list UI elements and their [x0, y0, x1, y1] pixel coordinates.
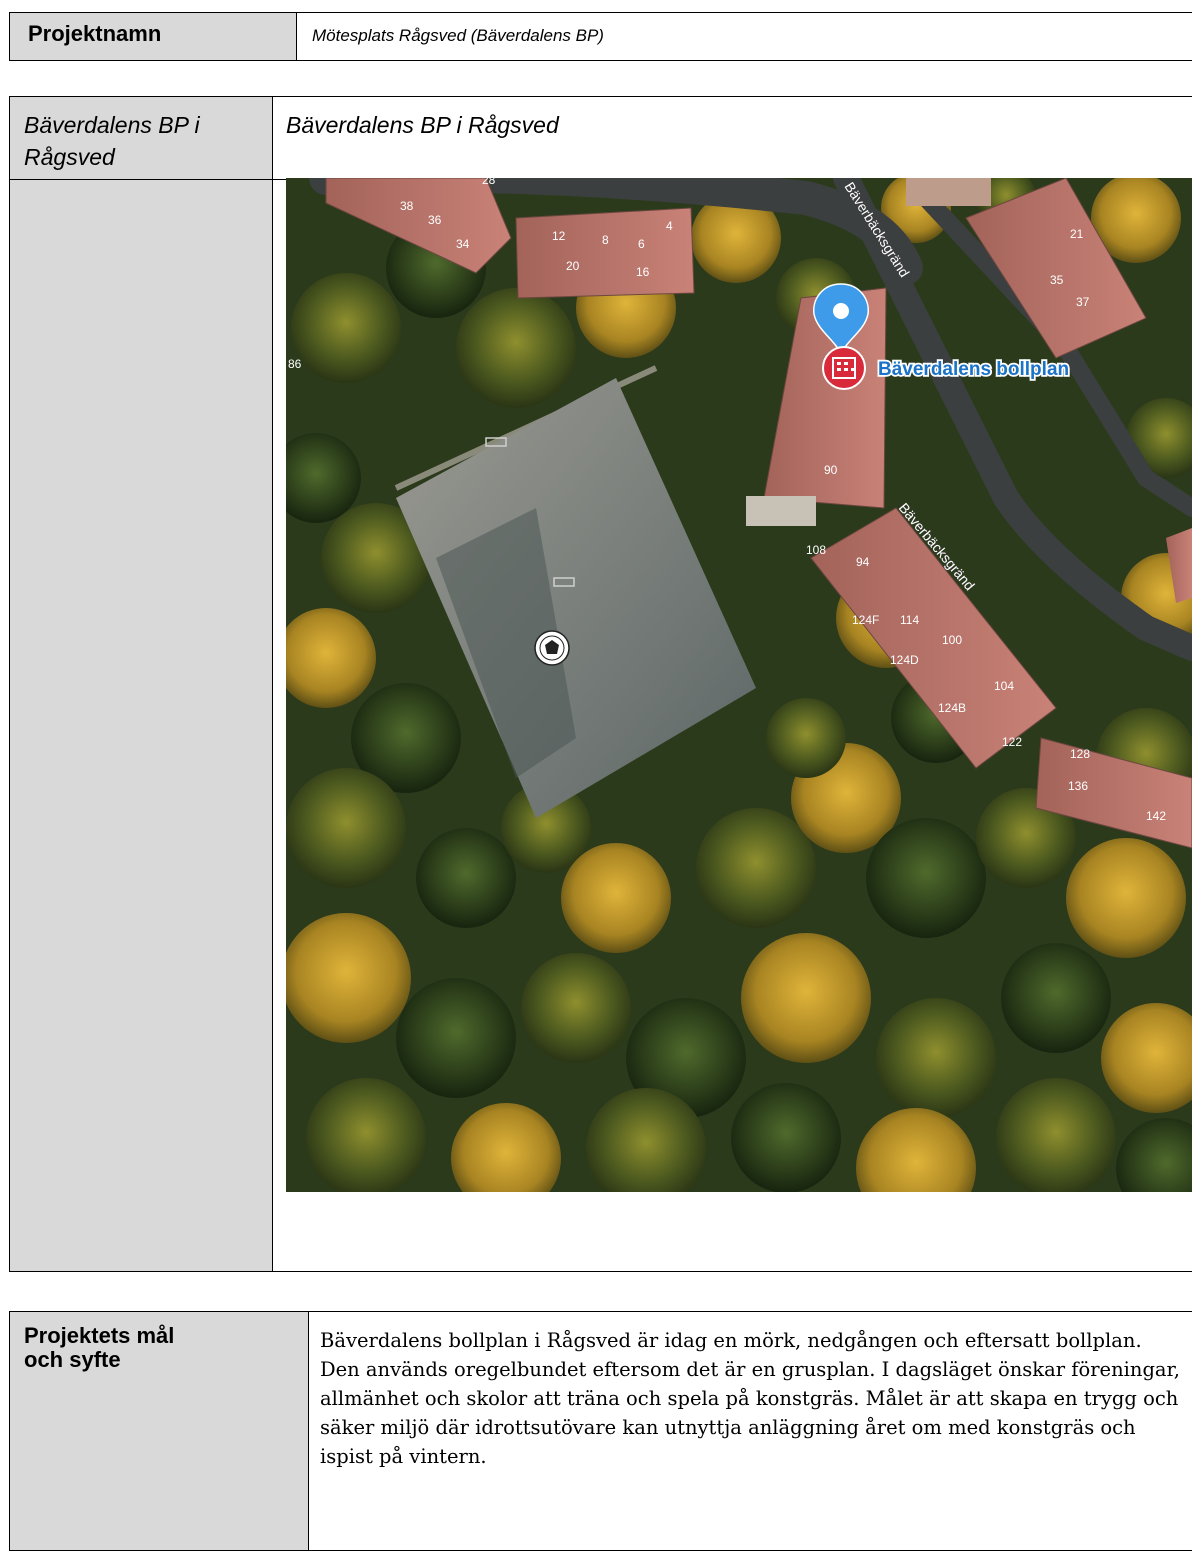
poi-label[interactable]: Bäverdalens bollplan: [876, 357, 1071, 382]
svg-text:12: 12: [552, 229, 566, 243]
svg-text:37: 37: [1076, 295, 1090, 309]
svg-text:16: 16: [636, 265, 650, 279]
svg-text:122: 122: [1002, 735, 1022, 749]
svg-text:94: 94: [856, 555, 870, 569]
svg-text:124B: 124B: [938, 701, 966, 715]
address-numbers: 28 38 36 34 12 8 6 4 20 16 21 35 37 86 9…: [288, 178, 1166, 823]
buildings: [325, 178, 1192, 849]
svg-text:86: 86: [288, 357, 302, 371]
svg-text:8: 8: [602, 233, 609, 247]
svg-text:136: 136: [1068, 779, 1088, 793]
svg-text:100: 100: [942, 633, 962, 647]
svg-text:28: 28: [482, 178, 496, 187]
svg-text:20: 20: [566, 259, 580, 273]
svg-text:124F: 124F: [852, 613, 879, 627]
svg-text:108: 108: [806, 543, 826, 557]
svg-text:4: 4: [666, 219, 673, 233]
location-label-cell: Bäverdalens BP i Rågsved: [9, 96, 273, 1272]
svg-text:6: 6: [638, 237, 645, 251]
goals-label-line: Projektets mål: [24, 1323, 175, 1348]
svg-text:104: 104: [994, 679, 1014, 693]
svg-text:35: 35: [1050, 273, 1064, 287]
svg-text:38: 38: [400, 199, 414, 213]
location-label: Bäverdalens BP i Rågsved: [24, 112, 200, 170]
goals-text: Bäverdalens bollplan i Rågsved är idag e…: [308, 1311, 1192, 1551]
location-title: Bäverdalens BP i Rågsved: [286, 112, 559, 138]
soccer-ball-icon[interactable]: [534, 630, 570, 666]
aerial-map: 28 38 36 34 12 8 6 4 20 16 21 35 37 86 9…: [286, 178, 1192, 1192]
svg-text:114: 114: [900, 613, 919, 627]
svg-text:36: 36: [428, 213, 442, 227]
svg-text:124D: 124D: [890, 653, 919, 667]
cell-divider: [10, 179, 272, 180]
goals-label: Projektets mål och syfte: [9, 1311, 309, 1551]
svg-text:34: 34: [456, 237, 470, 251]
aerial-map-image: 28 38 36 34 12 8 6 4 20 16 21 35 37 86 9…: [286, 178, 1192, 1192]
roads: [309, 178, 1192, 661]
project-name-label: Projektnamn: [9, 12, 297, 61]
svg-text:90: 90: [824, 463, 838, 477]
svg-text:128: 128: [1070, 747, 1090, 761]
football-field: [396, 378, 756, 818]
goals-label-line: och syfte: [24, 1347, 121, 1372]
svg-text:142: 142: [1146, 809, 1166, 823]
project-name-value: Mötesplats Rågsved (Bäverdalens BP): [296, 12, 1192, 61]
building-icon[interactable]: [822, 346, 866, 390]
svg-text:21: 21: [1070, 227, 1084, 241]
